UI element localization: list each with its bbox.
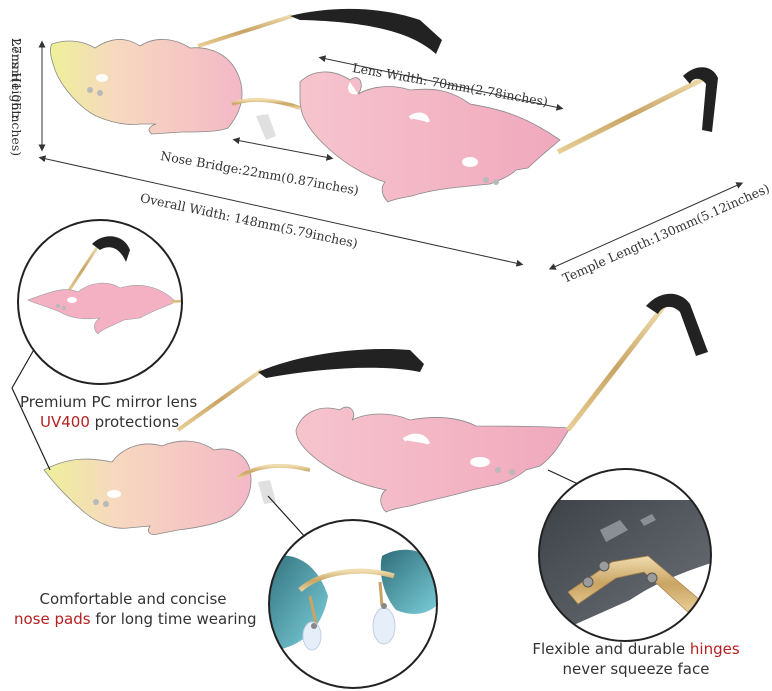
bottom-right-lens (295, 406, 571, 513)
nose-pad-detail-circle (268, 519, 438, 689)
nose-feature-highlight: nose pads (14, 610, 91, 628)
nose-feature-rest: for long time wearing (90, 610, 257, 628)
lens-feature-rest: protections (89, 413, 180, 431)
top-left-lens (49, 39, 243, 135)
top-far-temple-tip (290, 8, 442, 54)
lens-feature-line2: UV400 protections (20, 412, 197, 432)
hinge-feature-line2: never squeeze face (562, 660, 710, 678)
hinge-feature-line1: Flexible and durable hinges (524, 639, 748, 659)
lens-feature-highlight: UV400 (40, 413, 90, 431)
bottom-left-lens (43, 440, 252, 535)
lens-feature-text: Premium PC mirror lens UV400 protections (20, 392, 197, 432)
product-illustration (11, 8, 744, 689)
lens-detail-circle (17, 219, 183, 385)
hinge-detail-circle (538, 468, 712, 642)
dimension-lines (38, 40, 744, 270)
nose-feature-line1: Comfortable and concise (39, 590, 227, 608)
callout-connectors (11, 345, 579, 539)
hinge-feature-text: Flexible and durable hinges never squeez… (524, 639, 748, 679)
nose-feature-line2: nose pads for long time wearing (14, 609, 257, 629)
bottom-glasses (43, 293, 708, 535)
lens-height-value: 27mm(1.06inches) (9, 38, 24, 157)
bottom-near-temple-tip (646, 293, 708, 356)
lens-feature-line1: Premium PC mirror lens (20, 393, 198, 411)
top-glasses (49, 8, 718, 203)
bottom-far-temple-tip (258, 348, 424, 378)
nose-pad-feature-text: Comfortable and concise nose pads for lo… (14, 589, 257, 629)
hinge-feature-pre: Flexible and durable (532, 640, 690, 658)
hinge-feature-highlight: hinges (689, 640, 740, 658)
top-near-temple-tip (683, 67, 718, 132)
